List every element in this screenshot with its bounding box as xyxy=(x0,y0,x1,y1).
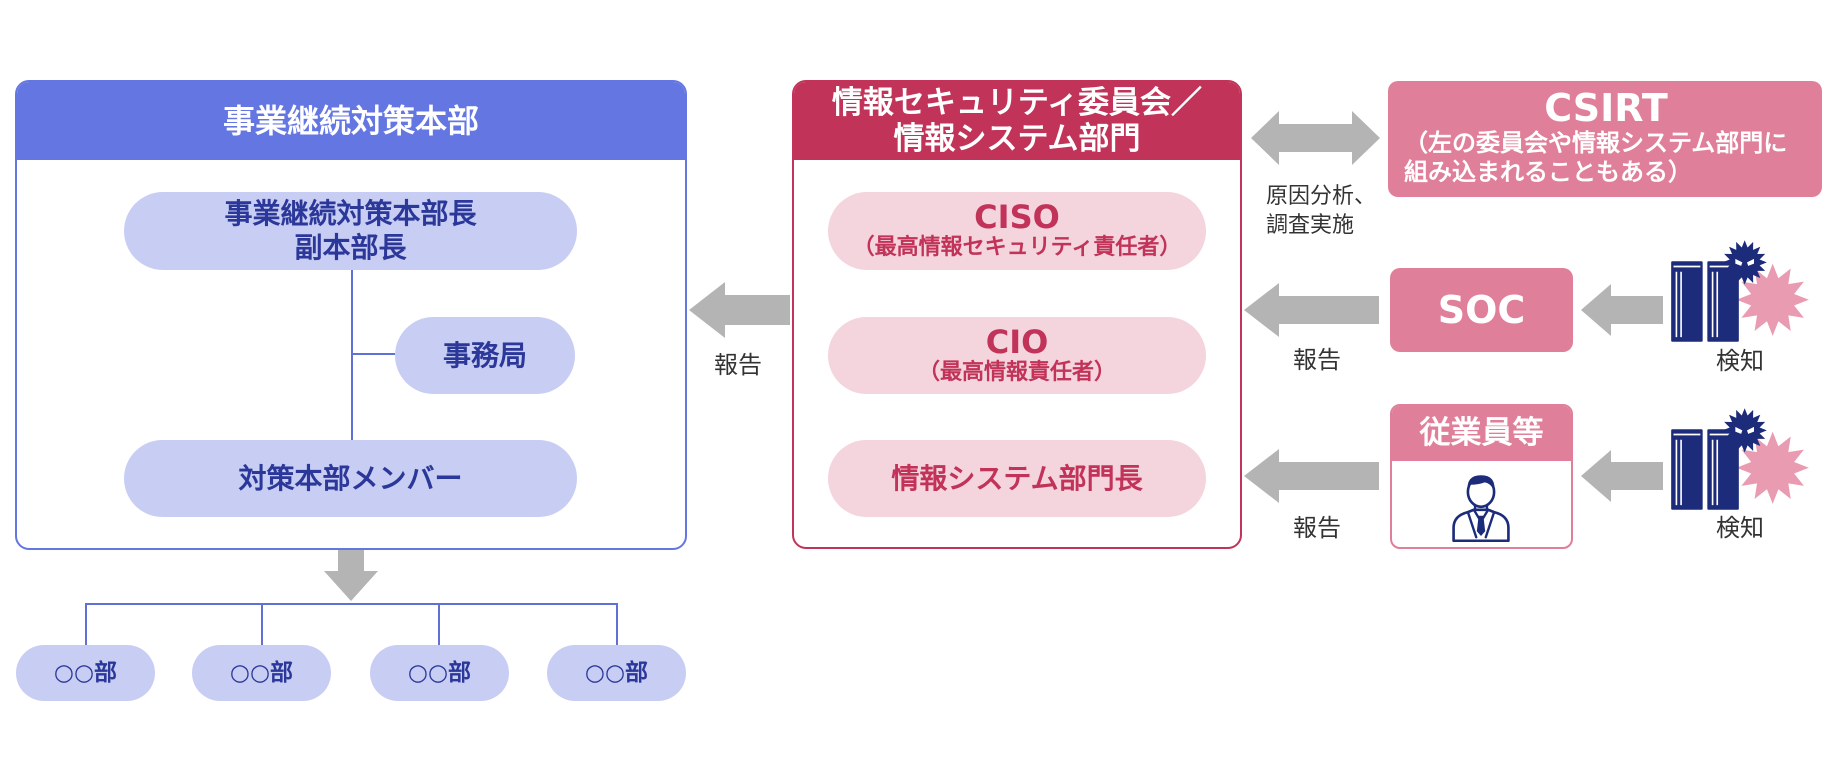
members-label: 対策本部メンバー xyxy=(238,461,463,495)
soc-report-label: 報告 xyxy=(1293,346,1341,374)
bcp-head-title: 事業継続対策本部長 xyxy=(224,197,477,230)
bcp-headquarters-title: 事業継続対策本部 xyxy=(222,102,479,140)
virus-icon xyxy=(1722,240,1767,285)
employee-detect-label: 検知 xyxy=(1716,514,1764,542)
security-committee-header: 情報セキュリティ委員会／ 情報システム部門 xyxy=(794,82,1240,160)
department-pill: ○○部 xyxy=(547,645,686,701)
cio-subtitle: （最高情報責任者） xyxy=(917,359,1116,385)
alert-burst-icon xyxy=(1736,263,1809,336)
cio-title: CIO xyxy=(985,322,1049,361)
security-committee-panel: 情報セキュリティ委員会／ 情報システム部門 CISO （最高情報セキュリティ責任… xyxy=(792,80,1242,549)
csirt-box: CSIRT （左の委員会や情報システム部門に 組み込まれることもある） xyxy=(1388,81,1822,197)
it-department-head-label: 情報システム部門長 xyxy=(891,461,1143,495)
ciso-title: CISO xyxy=(974,198,1060,236)
ciso-subtitle: （最高情報セキュリティ責任者） xyxy=(852,235,1182,260)
bcp-headquarters-panel: 事業継続対策本部 事業継続対策本部長 副本部長 事務局 対策本部メンバー xyxy=(15,80,687,550)
employee-person-icon xyxy=(1452,475,1510,542)
csirt-note-line: （左の委員会や情報システム部門に xyxy=(1404,129,1788,157)
virus-icon xyxy=(1722,408,1767,453)
soc-infected-server-icon xyxy=(1671,240,1809,342)
departments-horizontal-connector xyxy=(85,603,618,605)
bcp-deputy-title: 副本部長 xyxy=(294,231,407,264)
department-pill: ○○部 xyxy=(16,645,155,701)
soc-detect-label: 検知 xyxy=(1716,347,1764,375)
department-pill: ○○部 xyxy=(192,645,331,701)
csirt-link-label: 原因分析、 調査実施 xyxy=(1266,182,1376,240)
report-to-bcp-arrow-icon xyxy=(689,282,790,338)
employees-title: 従業員等 xyxy=(1392,406,1571,461)
csirt-link-label-line: 調査実施 xyxy=(1266,213,1355,238)
employee-detect-arrow-icon xyxy=(1581,450,1663,502)
arrow-down-icon xyxy=(324,550,378,601)
department-pill: ○○部 xyxy=(370,645,509,701)
department-connector xyxy=(261,603,263,645)
it-department-head-pill: 情報システム部門長 xyxy=(828,440,1206,517)
secretariat-connector xyxy=(352,353,395,355)
employee-report-label: 報告 xyxy=(1293,514,1341,542)
bcp-headquarters-header: 事業継続対策本部 xyxy=(17,82,685,160)
employees-box: 従業員等 xyxy=(1390,404,1573,549)
server-tower-icon xyxy=(1671,429,1739,510)
csirt-title: CSIRT xyxy=(1544,86,1668,130)
bcp-vertical-connector xyxy=(351,270,353,440)
cio-pill: CIO （最高情報責任者） xyxy=(828,317,1206,394)
csirt-link-double-arrow-icon xyxy=(1251,111,1380,165)
secretariat-label: 事務局 xyxy=(442,338,527,372)
ciso-pill: CISO （最高情報セキュリティ責任者） xyxy=(828,192,1206,270)
department-connector xyxy=(616,603,618,645)
bcp-head-pill: 事業継続対策本部長 副本部長 xyxy=(124,192,577,270)
department-connector xyxy=(85,603,87,645)
csirt-note-line: 組み込まれることもある） xyxy=(1404,158,1692,186)
employee-infected-server-icon xyxy=(1671,408,1809,510)
soc-detect-arrow-icon xyxy=(1581,284,1663,336)
soc-report-arrow-icon xyxy=(1244,283,1379,337)
department-connector xyxy=(438,603,440,645)
members-pill: 対策本部メンバー xyxy=(124,440,577,517)
csirt-link-label-line: 原因分析、 xyxy=(1266,184,1377,209)
it-department-title: 情報システム部門 xyxy=(893,121,1141,157)
secretariat-pill: 事務局 xyxy=(395,317,575,394)
report-to-bcp-label: 報告 xyxy=(714,351,762,379)
employee-report-arrow-icon xyxy=(1244,449,1379,503)
security-committee-title: 情報セキュリティ委員会／ xyxy=(831,85,1203,121)
soc-box: SOC xyxy=(1390,268,1573,352)
alert-burst-icon xyxy=(1736,431,1809,504)
server-tower-icon xyxy=(1671,261,1739,342)
